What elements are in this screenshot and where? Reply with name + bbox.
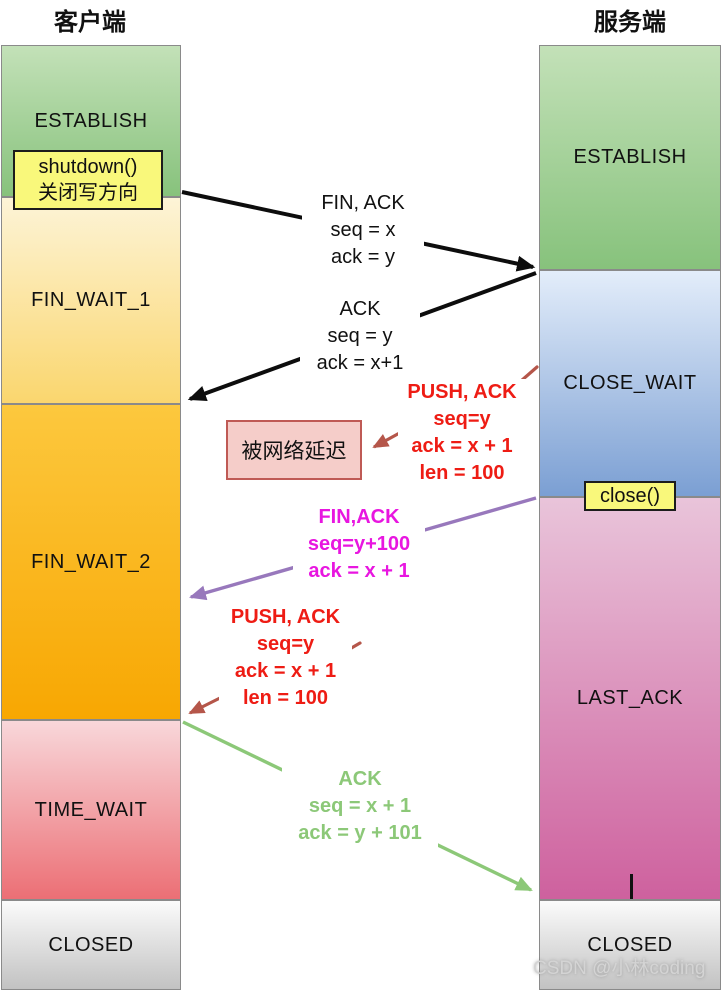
close-label: close() [599,485,660,507]
client-state-closed: CLOSED [1,900,181,990]
delayed-push-segment-top [519,365,539,383]
state-label: CLOSE_WAIT [563,372,697,394]
msg-line: ack = y [331,246,395,268]
shutdown-callout: shutdown() 关闭写方向 [13,150,163,210]
server-column-title: 服务端 [594,9,666,36]
close-callout: close() [584,481,676,511]
server-state-close-wait: CLOSE_WAIT [539,270,721,497]
client-state-fin-wait-2: FIN_WAIT_2 [1,404,181,720]
msg-line: ACK [338,768,382,790]
msg-line: ack = x + 1 [308,560,410,582]
msg-line: PUSH, ACK [230,606,341,628]
msg-line: FIN, ACK [321,192,405,214]
msg-line: len = 100 [242,687,329,709]
msg-ack: ACK seq = y ack = x+1 [300,296,420,377]
msg-push-ack-delayed: PUSH, ACK seq=y ack = x + 1 len = 100 [398,379,526,487]
network-delay-note: 被网络延迟 [226,420,362,480]
client-column-title: 客户端 [54,9,126,36]
network-delay-label: 被网络延迟 [241,440,347,463]
msg-line: seq = y [327,325,393,347]
msg-line: seq=y [256,633,315,655]
delayed-push-arrow-to-client [188,695,223,715]
state-label: ESTABLISH [573,146,687,168]
msg-line: FIN,ACK [318,506,400,528]
msg-push-ack-arrive: PUSH, ACK seq=y ack = x + 1 len = 100 [219,604,352,712]
state-label: FIN_WAIT_2 [31,550,151,573]
server-state-establish: ESTABLISH [539,45,721,270]
msg-line: seq = x + 1 [308,795,412,817]
state-label: TIME_WAIT [34,798,148,821]
watermark: CSDN @小林coding [533,958,706,979]
msg-fin-ack: FIN, ACK seq = x ack = y [302,190,424,271]
state-label: ESTABLISH [34,109,148,132]
state-label: FIN_WAIT_1 [31,289,151,311]
msg-fin-ack-2: FIN,ACK seq=y+100 ack = x + 1 [293,504,425,585]
client-state-time-wait: TIME_WAIT [1,720,181,900]
state-label: CLOSED [587,933,673,956]
server-state-closed: CLOSED [539,900,721,990]
msg-line: ack = x + 1 [234,660,337,682]
shutdown-sublabel: 关闭写方向 [38,182,138,204]
tick-mark [630,874,633,899]
state-label: LAST_ACK [576,687,684,709]
server-state-last-ack: LAST_ACK [539,497,721,900]
msg-line: seq = x [330,219,396,241]
msg-ack-final: ACK seq = x + 1 ack = y + 101 [282,766,438,847]
msg-line: ack = x+1 [316,352,404,374]
msg-line: ack = x + 1 [411,435,513,457]
msg-line: PUSH, ACK [407,381,517,403]
msg-line: ack = y + 101 [298,822,422,844]
state-label: CLOSED [48,933,134,956]
msg-line: seq=y+100 [307,533,411,555]
msg-line: seq=y [433,408,491,430]
msg-line: len = 100 [419,462,505,484]
client-state-fin-wait-1: FIN_WAIT_1 [1,197,181,404]
shutdown-label: shutdown() [38,156,138,178]
msg-line: ACK [339,298,381,320]
